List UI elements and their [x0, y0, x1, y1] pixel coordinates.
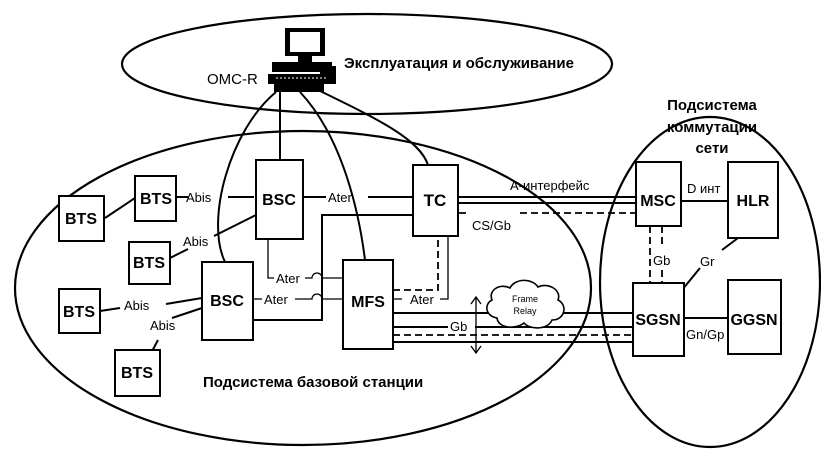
bsc2-label: BSC [210, 293, 244, 310]
gn-gp-label: Gn/Gp [686, 327, 724, 342]
cs-gb-label: CS/Gb [472, 218, 511, 233]
bts3-label: BTS [133, 255, 165, 272]
ggsn-box [727, 279, 782, 355]
bts4-label: BTS [63, 304, 95, 321]
gb-msc-sgsn-label: Gb [653, 253, 670, 268]
tc-box [412, 164, 459, 237]
oam-label: Эксплуатация и обслуживание [344, 55, 574, 72]
link-abis3-bsc2 [165, 297, 203, 305]
bts1-box [58, 195, 105, 242]
gr-label: Gr [700, 254, 715, 269]
computer-icon [268, 28, 336, 92]
bts2-label: BTS [140, 191, 172, 208]
link-omc-tc [317, 89, 429, 166]
frame-relay-label-2: Relay [513, 306, 537, 316]
link-hlr-sgsn [721, 237, 739, 251]
bts4-box [58, 288, 101, 334]
sgsn-box [632, 282, 685, 357]
nss-region [598, 115, 821, 449]
msc-box [635, 161, 682, 227]
abis2-label: Abis [183, 234, 209, 249]
mfs-label: MFS [351, 294, 385, 311]
link-bsc2-tc [253, 214, 413, 321]
double-arrow [470, 295, 482, 355]
link-bsc1-mfs-ater [267, 239, 274, 279]
ater-bsc2-mfs-label: Ater [264, 292, 289, 307]
a-interface-label: A-интерфейс [510, 178, 590, 193]
ggsn-label: GGSN [730, 312, 777, 329]
msc-label: MSC [640, 193, 676, 210]
abis1-label: Abis [186, 190, 212, 205]
link-bts1-bts2 [104, 197, 136, 219]
link-mfs-tc-b [440, 236, 449, 300]
bsc1-label: BSC [262, 192, 296, 209]
nss-label-3: сети [695, 140, 728, 157]
link-abis2-bsc1 [213, 214, 257, 237]
bss-region [13, 129, 593, 447]
frame-relay-cloud [486, 279, 565, 329]
bts1-label: BTS [65, 211, 97, 228]
ater-bsc1-tc-label: Ater [328, 190, 353, 205]
frame-relay-label-1: Frame [512, 294, 538, 304]
tc-label: TC [424, 191, 447, 210]
bss-label: Подсистема базовой станции [203, 374, 423, 391]
link-mfs-tc-dash [393, 236, 439, 291]
ater-bsc1-mfs-label: Ater [276, 271, 301, 286]
bsc2-box [201, 261, 254, 341]
abis4-label: Abis [150, 318, 176, 333]
bts5-box [114, 349, 161, 397]
sgsn-label: SGSN [635, 312, 680, 329]
link-bts3-bsc1 [169, 248, 189, 259]
bts5-label: BTS [121, 365, 153, 382]
bsc1-box [255, 159, 304, 240]
link-bsc2-mfs-b [295, 293, 343, 300]
nss-label-2: коммутации [667, 119, 757, 136]
link-abis4-bsc2 [171, 307, 203, 319]
link-bts4-bsc2 [99, 307, 121, 312]
link-bsc1-mfs-ater2 [305, 272, 343, 279]
d-int-label: D инт [687, 181, 720, 196]
link-omc-bsc2 [217, 91, 277, 263]
bts2-box [134, 175, 177, 222]
hlr-box [727, 161, 779, 239]
link-omc-mfs [299, 91, 366, 261]
nss-label-1: Подсистема [667, 97, 757, 114]
gb-mfs-label: Gb [450, 319, 467, 334]
abis3-label: Abis [124, 298, 150, 313]
omc-label: OMC-R [207, 71, 258, 88]
ater-mfs-tc-label: Ater [410, 292, 435, 307]
mfs-box [342, 259, 394, 350]
bts3-box [128, 241, 171, 285]
hlr-label: HLR [737, 193, 770, 210]
